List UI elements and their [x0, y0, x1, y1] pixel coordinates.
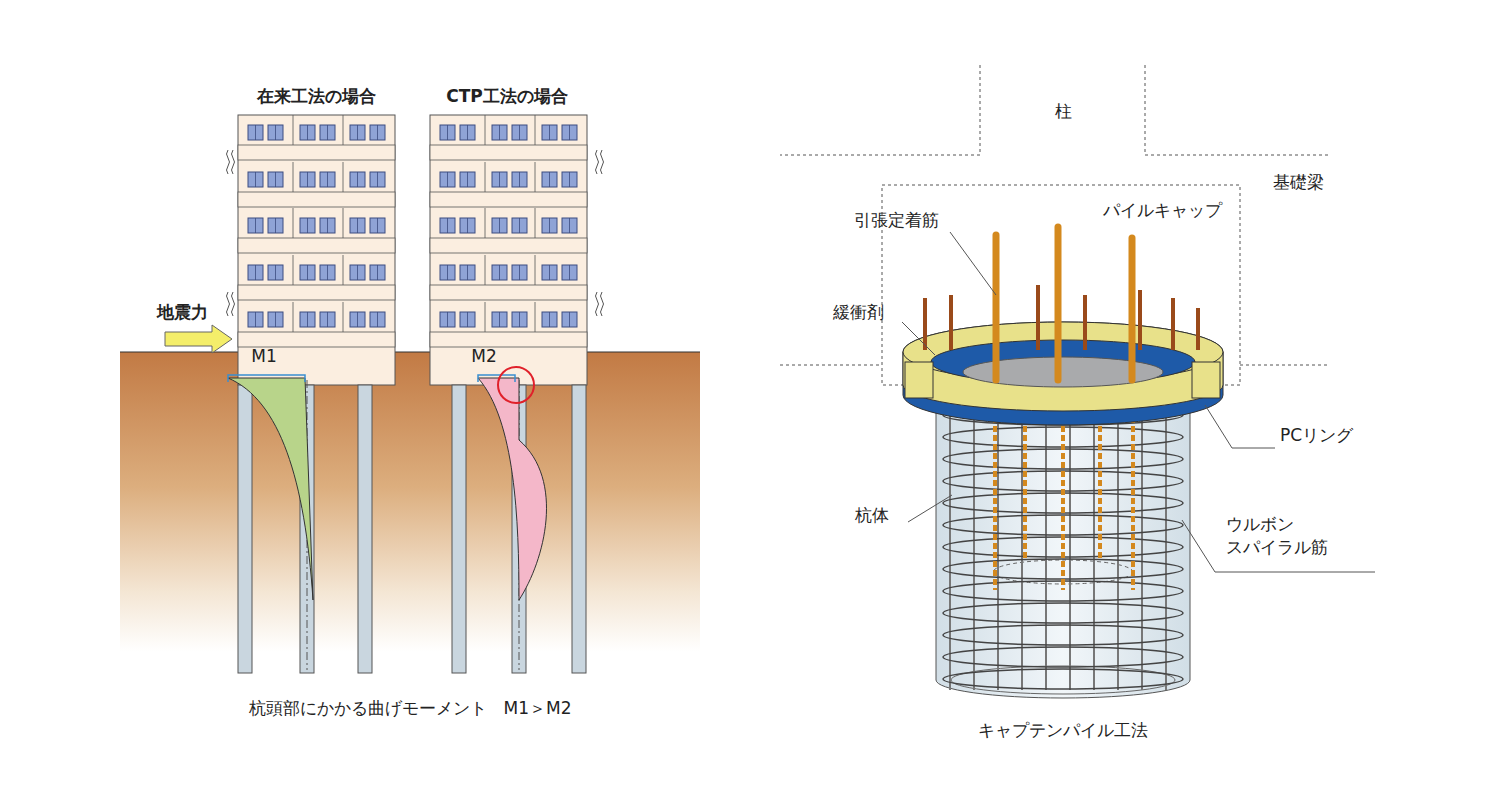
- label: 基礎梁: [1273, 171, 1324, 194]
- label: CTP工法の場合: [446, 85, 568, 108]
- ground-line: [120, 351, 700, 352]
- label: M2: [471, 345, 496, 368]
- label: キャプテンパイル工法: [978, 719, 1148, 742]
- label: 杭頭部にかかる曲げモーメント M1＞M2: [249, 697, 572, 720]
- label: パイルキャップ: [1103, 199, 1222, 222]
- label: 在来工法の場合: [257, 85, 376, 108]
- highlight-circle: [498, 367, 534, 403]
- soil: [120, 352, 700, 652]
- pile-illustration: [903, 227, 1223, 698]
- label: M1: [251, 345, 276, 368]
- label: 柱: [1055, 100, 1072, 123]
- bracket: [478, 375, 515, 382]
- bracket: [228, 375, 305, 382]
- label: 地震力: [157, 301, 208, 324]
- building: [227, 115, 396, 673]
- leader-lines: [902, 232, 1375, 572]
- label: ウルボン スパイラル筋: [1226, 513, 1345, 559]
- dashed-outline: [780, 65, 1330, 385]
- label: 緩衝剤: [833, 301, 884, 324]
- force-arrow: [165, 325, 232, 353]
- building: [430, 115, 604, 673]
- moment-diagram: [228, 378, 313, 600]
- label: PCリング: [1280, 424, 1353, 447]
- buildings: [227, 115, 604, 673]
- moment-diagram: [478, 378, 547, 600]
- label: 杭体: [855, 504, 889, 527]
- label: 引張定着筋: [854, 209, 939, 232]
